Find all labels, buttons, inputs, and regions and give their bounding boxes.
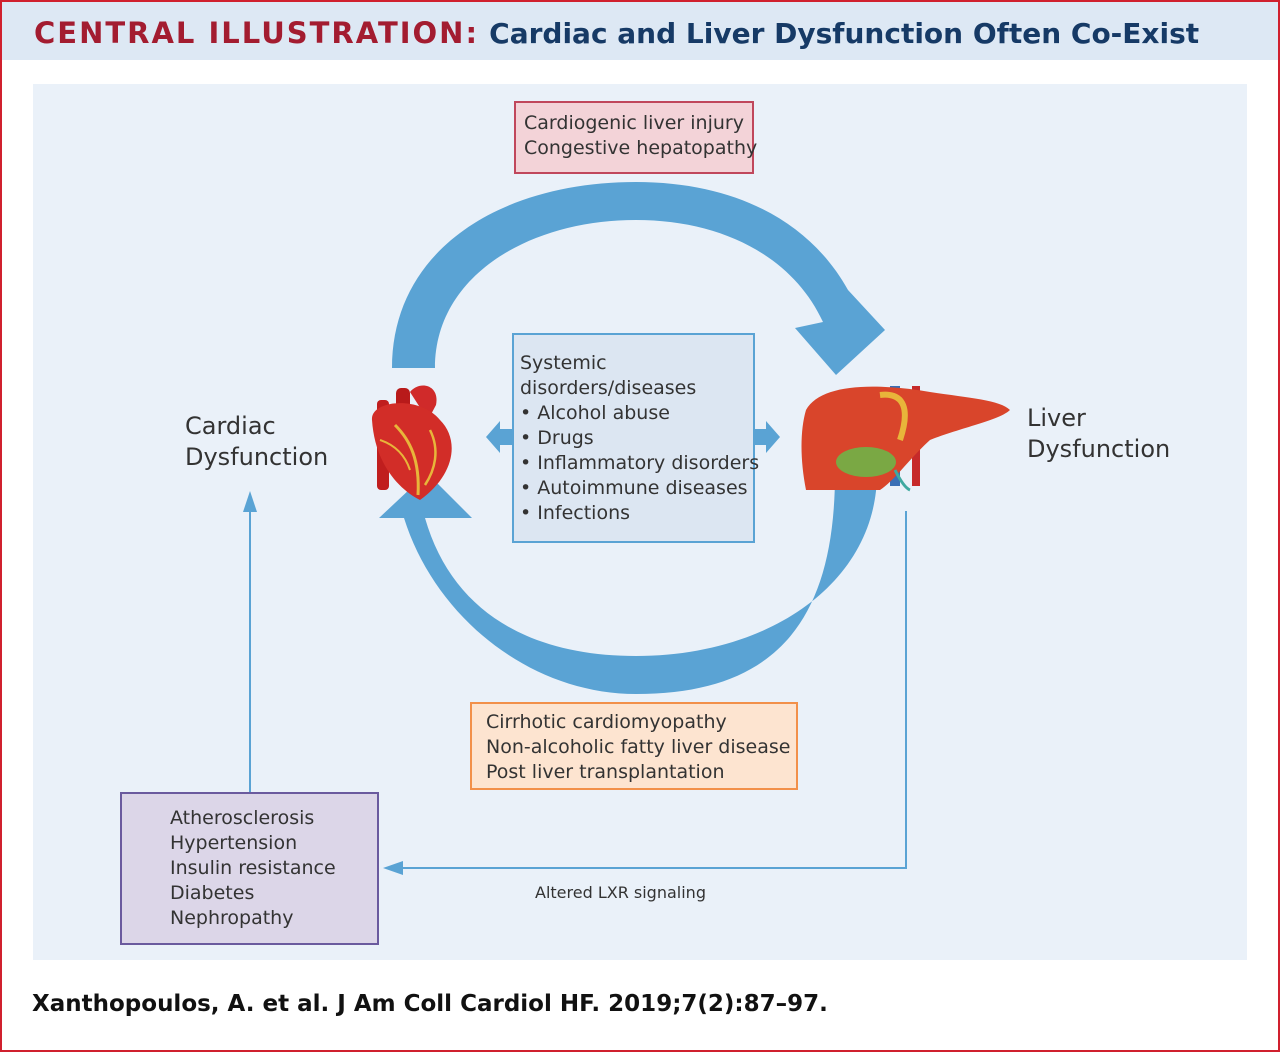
box-line: Cardiogenic liver injury bbox=[524, 112, 744, 134]
box-line: • Drugs bbox=[520, 427, 594, 449]
cardiogenic-box: Cardiogenic liver injury Congestive hepa… bbox=[514, 101, 758, 174]
liver-label-line: Dysfunction bbox=[1027, 435, 1171, 463]
liver-dysfunction-label: Liver Dysfunction bbox=[1027, 403, 1170, 465]
hepatogenic-box: Cirrhotic cardiomyopathy Non-alcoholic f… bbox=[470, 702, 798, 790]
box-line: Hypertension bbox=[170, 832, 298, 854]
lxr-connector-arrowhead bbox=[383, 861, 403, 875]
cardiac-label-line: Dysfunction bbox=[185, 443, 329, 471]
box-line: Cirrhotic cardiomyopathy bbox=[486, 711, 727, 733]
heart-icon bbox=[371, 385, 452, 500]
liver-label-line: Liver bbox=[1027, 404, 1086, 432]
box-line: Systemic bbox=[520, 352, 607, 374]
box-line: • Alcohol abuse bbox=[520, 402, 670, 424]
liver-icon bbox=[801, 386, 1010, 492]
box-line: Post liver transplantation bbox=[486, 761, 725, 783]
box-line: Non-alcoholic fatty liver disease bbox=[486, 736, 791, 758]
box-line: Congestive hepatopathy bbox=[524, 137, 758, 159]
top-cycle-arrow bbox=[392, 182, 885, 375]
box-line: Diabetes bbox=[170, 882, 255, 904]
box-line: Atherosclerosis bbox=[170, 807, 315, 829]
right-small-arrow bbox=[755, 421, 780, 453]
box-line: • Infections bbox=[520, 502, 631, 524]
lxr-connector-line bbox=[400, 511, 907, 869]
risk-connector-arrowhead bbox=[243, 491, 257, 512]
citation: Xanthopoulos, A. et al. J Am Coll Cardio… bbox=[32, 991, 828, 1017]
box-line: disorders/diseases bbox=[520, 377, 697, 399]
box-line: • Inflammatory disorders bbox=[520, 452, 760, 474]
risk-factors-box: Atherosclerosis Hypertension Insulin res… bbox=[120, 792, 379, 945]
systemic-disorders-box: Systemic disorders/diseases • Alcohol ab… bbox=[512, 333, 760, 543]
cardiac-label-line: Cardiac bbox=[185, 412, 276, 440]
bottom-cycle-arrow bbox=[379, 473, 877, 694]
header-title: Cardiac and Liver Dysfunction Often Co-E… bbox=[489, 17, 1200, 50]
box-line: Insulin resistance bbox=[170, 857, 336, 879]
header-prefix: CENTRAL ILLUSTRATION: bbox=[34, 16, 480, 50]
header-bar: CENTRAL ILLUSTRATION: Cardiac and Liver … bbox=[2, 2, 1278, 60]
left-small-arrow bbox=[486, 421, 512, 453]
box-line: • Autoimmune diseases bbox=[520, 477, 748, 499]
box-line: Nephropathy bbox=[170, 907, 294, 929]
cardiac-dysfunction-label: Cardiac Dysfunction bbox=[185, 411, 328, 473]
lxr-caption: Altered LXR signaling bbox=[535, 883, 706, 902]
header-title-line: CENTRAL ILLUSTRATION: Cardiac and Liver … bbox=[34, 16, 1199, 50]
